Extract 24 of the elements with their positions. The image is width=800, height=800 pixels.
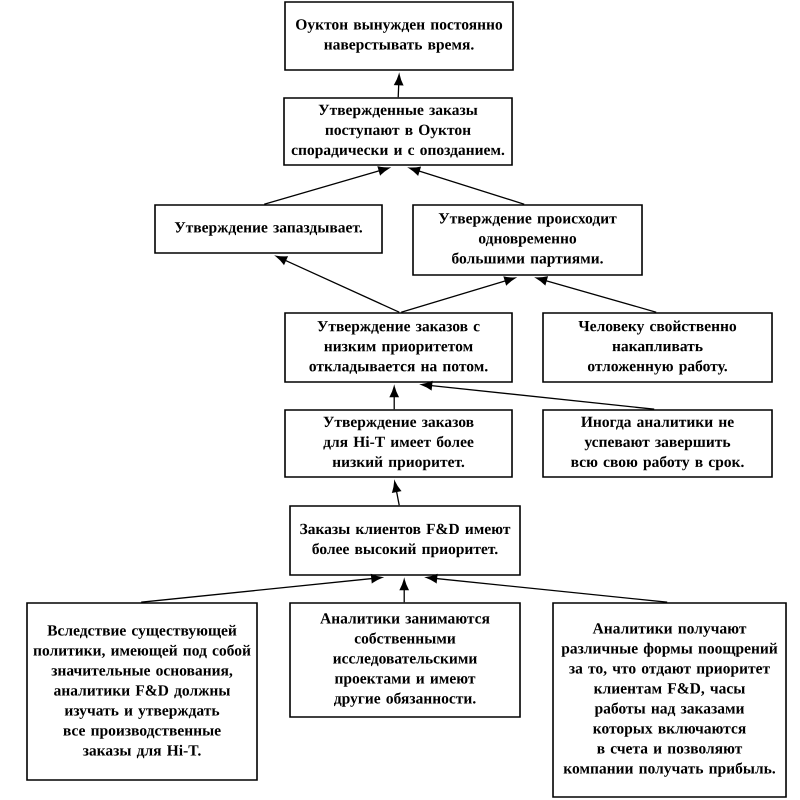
cause-box: Аналитики занимаются собственными исследовательскими проектами и имеют другие обязанности. — [289, 602, 521, 718]
cause-box: Утверждение заказов с низким приоритетом откладывается на потом. — [284, 312, 513, 383]
arrow — [390, 386, 399, 410]
cause-box: Иногда аналитики не успевают завершить всю свою работу в срок. — [542, 409, 773, 478]
arrow — [394, 74, 404, 98]
arrow — [400, 579, 409, 602]
cause-box: Аналитики получают различные формы поощрений за то, что отдают приоритет клиентам F&D, часы работы над заказами которых включаются в счета и позволяют компании получать прибыль. — [552, 602, 787, 798]
arrow — [426, 574, 668, 603]
arrow — [536, 276, 656, 313]
cause-box: Человеку свойственно накапливать отложенную работу. — [542, 312, 773, 383]
cause-box: Утверждение заказов для Hi-T имеет более низкий приоритет. — [284, 409, 513, 478]
arrow — [141, 574, 382, 603]
arrow — [264, 166, 390, 205]
arrow — [421, 381, 654, 410]
arrow — [409, 166, 524, 205]
cause-box: Вследствие существующей политики, имеющей под собой значительные основания, аналитики F&D должны изучать и утверждать все производственные заказы для Hi-T. — [26, 602, 258, 781]
cause-box: Оуктон вынужден постоянно наверстывать время. — [284, 1, 514, 71]
cause-box: Утверждение происходит одновременно большими партиями. — [412, 204, 643, 276]
arrow — [401, 276, 516, 313]
cause-box: Утверждение запаздывает. — [154, 204, 383, 254]
cause-box: Заказы клиентов F&D имеют более высокий приоритет. — [289, 505, 521, 576]
arrow — [276, 256, 400, 313]
cause-box: Утвержденные заказы поступают в Оуктон спорадически и с опозданием. — [283, 97, 513, 166]
arrow — [392, 481, 401, 506]
